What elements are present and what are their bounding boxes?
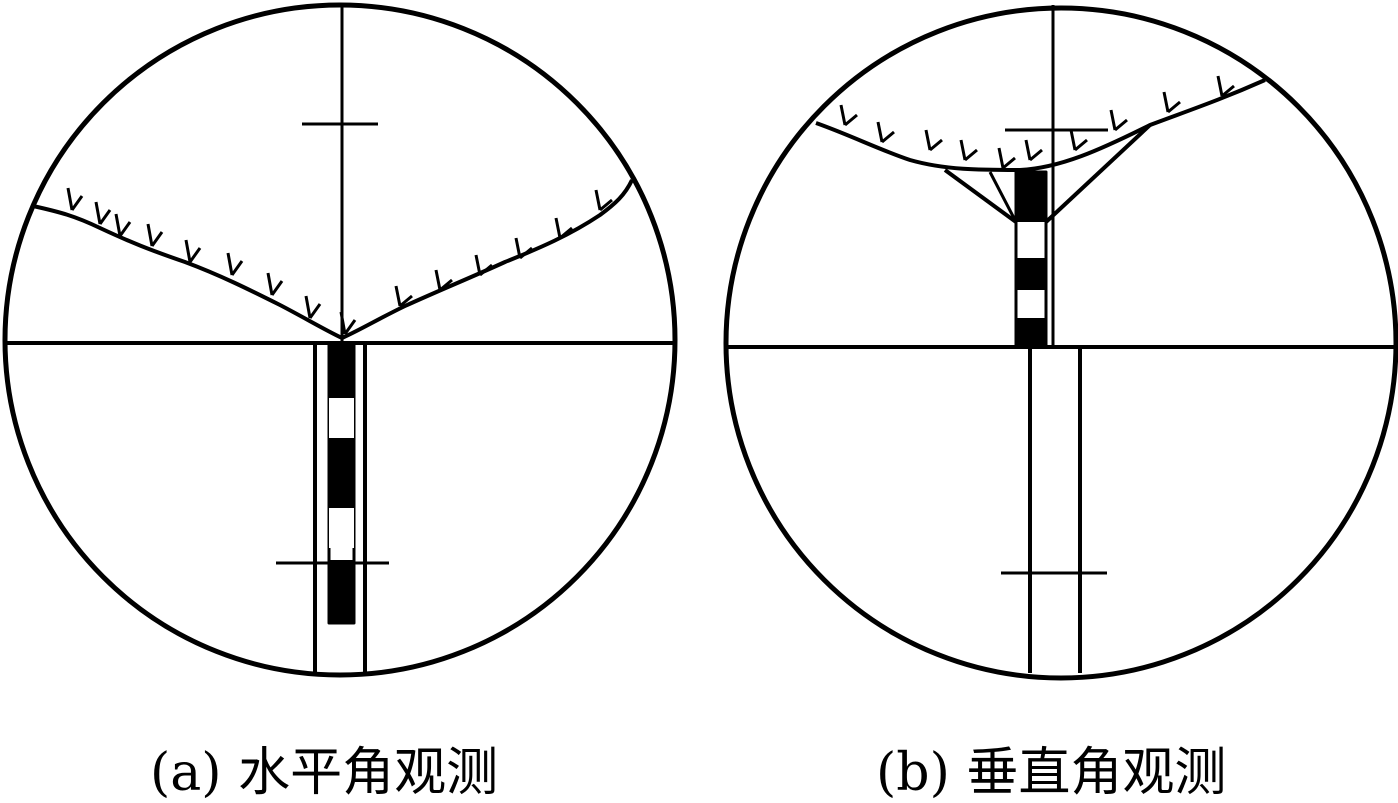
panel-a-field-of-view-circle xyxy=(2,2,678,678)
panel-b-field-of-view-circle xyxy=(723,5,1398,681)
panel-b-caption: (b) 垂直角观测 xyxy=(876,743,1226,803)
panel-b-support-left xyxy=(943,168,1018,224)
panel-a-caption: (a) 水平角观测 xyxy=(150,743,498,803)
panel-b-tree-marks xyxy=(839,75,1235,170)
panel-a-leveling-rod xyxy=(327,341,356,625)
panel-a-tree-marks xyxy=(66,187,613,335)
panel-b-leveling-rod xyxy=(1014,170,1048,349)
panel-b-support-left-inner xyxy=(988,171,1018,223)
panel-b xyxy=(723,5,1398,681)
panel-b-vegetation-outline xyxy=(815,78,1266,172)
panel-a-vegetation-outline xyxy=(32,179,634,340)
panel-b-support-right xyxy=(1044,123,1152,224)
panel-a xyxy=(2,2,678,678)
